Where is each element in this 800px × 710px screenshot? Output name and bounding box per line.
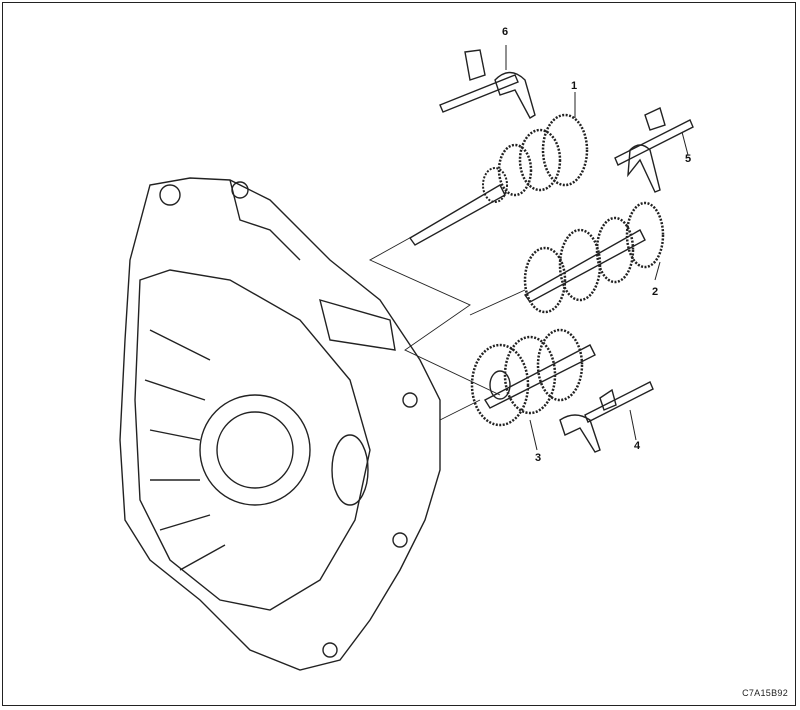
callout-4: 4	[634, 440, 641, 452]
shift-fork-5	[614, 107, 694, 193]
input-shaft-assembly	[408, 92, 589, 246]
callout-3: 3	[535, 452, 542, 464]
countershaft-assembly	[523, 201, 665, 314]
callout-1: 1	[571, 80, 578, 92]
shift-fork-6	[439, 45, 536, 119]
shift-fork-4	[559, 381, 654, 453]
callout-6: 6	[502, 26, 509, 38]
output-shaft-assembly	[470, 328, 596, 451]
callout-2: 2	[652, 286, 659, 298]
transmission-housing	[119, 177, 441, 671]
assembly-leader-lines	[368, 234, 526, 421]
callout-5: 5	[685, 153, 692, 165]
figure-code: C7A15B92	[742, 688, 788, 698]
